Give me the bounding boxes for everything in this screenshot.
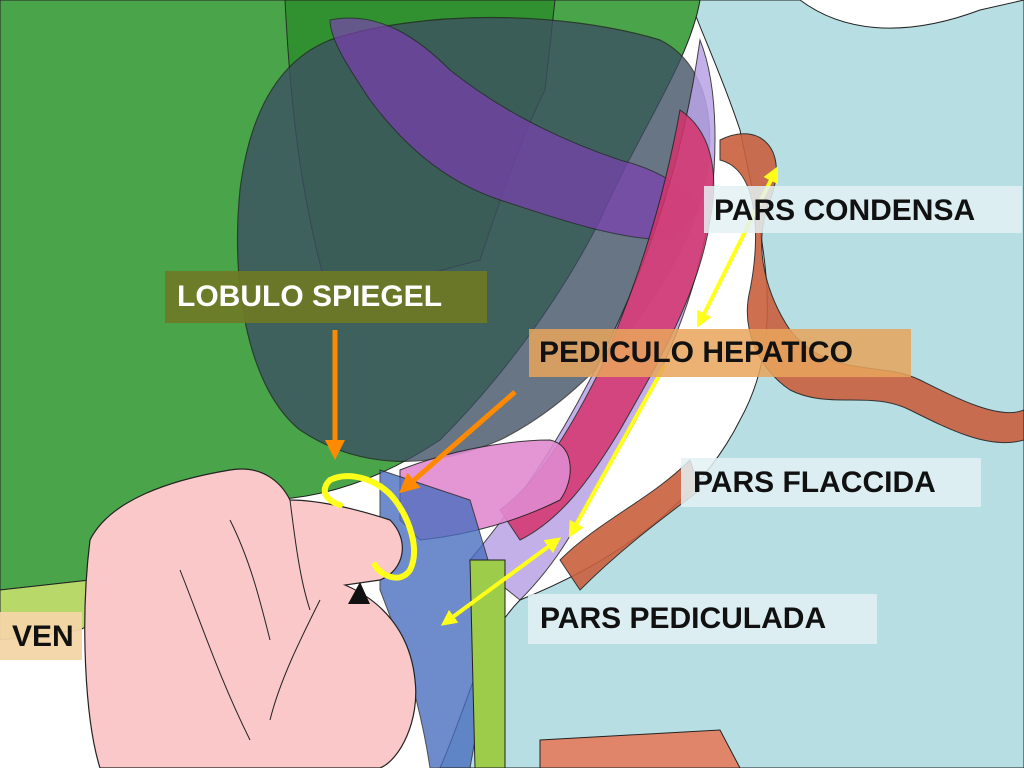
label-pars-pediculada: PARS PEDICULADA (528, 594, 877, 644)
arrow-pars-flaccida (568, 364, 667, 538)
duodenum-shape (539, 729, 741, 768)
arrow-pediculo-hepatico-orange (398, 390, 517, 494)
label-ven: VEN (0, 612, 82, 660)
arrow-pars-pediculada (440, 537, 562, 626)
hand-crease-lines (179, 499, 321, 741)
label-lobulo-spiegel: LOBULO SPIEGEL (165, 271, 487, 323)
yellow-loop (321, 473, 417, 581)
label-pediculo-hepatico: PEDICULO HEPATICO (529, 329, 911, 377)
hand-shape (84, 468, 417, 768)
label-pars-flaccida: PARS FLACCIDA (681, 458, 981, 507)
instrument-tip (348, 582, 370, 604)
label-pars-condensa: PARS CONDENSA (704, 186, 1022, 233)
